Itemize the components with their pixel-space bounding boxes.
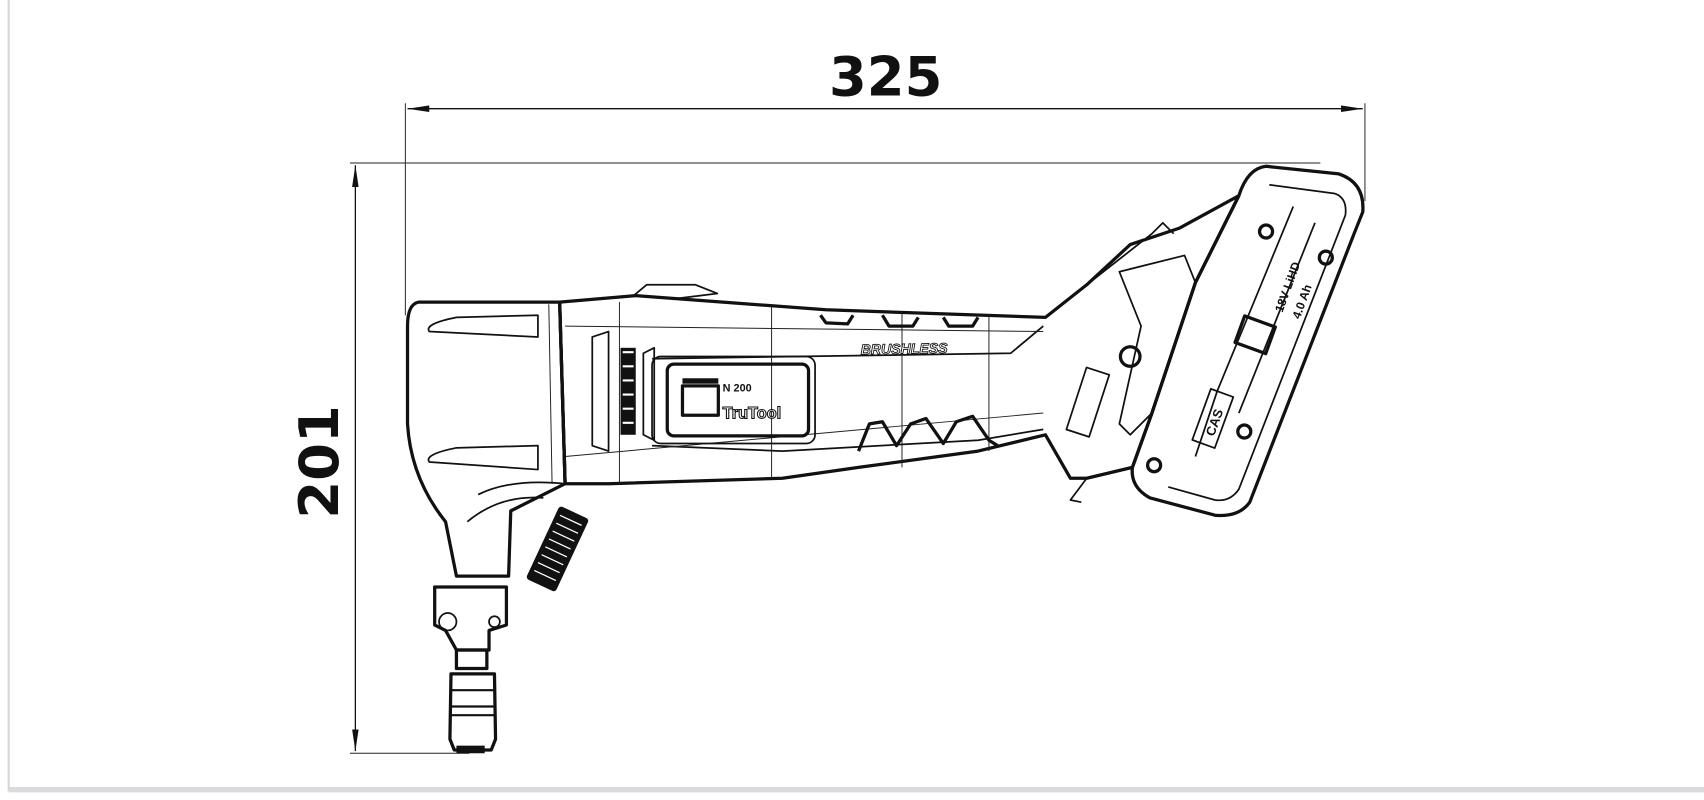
height-dimension: 201 (288, 162, 1321, 754)
nibbler-tool: 18V LiHD 4.0 Ah CAS BRUSHLESS (405, 164, 1365, 754)
adjusting-wheel (526, 506, 589, 592)
product-name: N 200 (723, 382, 752, 394)
die-and-punch (433, 585, 509, 754)
brushless-label: BRUSHLESS (860, 340, 948, 358)
handle: BRUSHLESS (558, 194, 1241, 504)
length-dimension: 325 (404, 46, 1366, 316)
height-value: 201 (288, 405, 351, 518)
length-value: 325 (829, 46, 942, 109)
tool-head (405, 300, 567, 578)
brand-name: TruTool (723, 404, 782, 422)
nameplate: N 200 TruTool (591, 330, 816, 452)
